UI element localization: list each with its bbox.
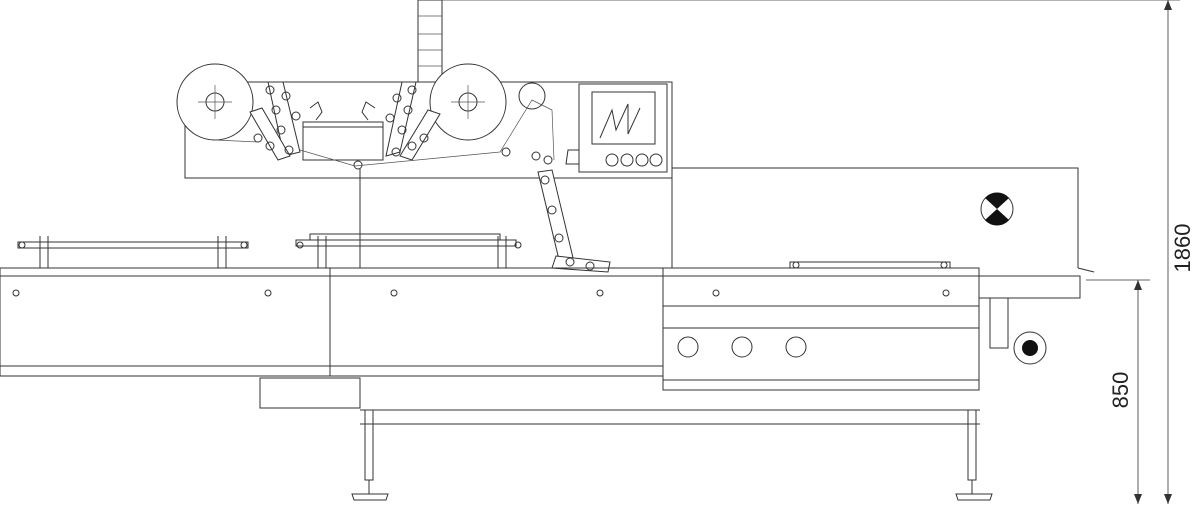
upper-cabinet	[672, 167, 1079, 268]
dimension-850-label: 850	[1108, 372, 1133, 409]
leveling-foot-right	[955, 493, 993, 501]
forming-arm	[359, 168, 611, 273]
discharge-section	[979, 275, 1081, 299]
signal-tower	[417, 0, 443, 83]
dimension-working-height: 850	[1086, 279, 1150, 504]
upper-frame	[184, 0, 1079, 268]
hmi-button-2	[620, 153, 634, 167]
hmi-button-1	[605, 153, 619, 167]
dancer-arm-left	[249, 81, 301, 161]
infeed-section-2	[329, 267, 664, 377]
idler-roller	[353, 160, 363, 170]
dimension-overall-height: 1860	[442, 0, 1195, 504]
infeed-section-1	[0, 267, 331, 377]
hmi-button-4	[649, 153, 663, 167]
control-knob-3	[785, 336, 807, 358]
hmi-screen-graph	[599, 103, 641, 139]
sealing-jaw-rail	[789, 261, 951, 269]
control-knob-2	[731, 336, 753, 358]
electrical-box	[259, 377, 361, 409]
film-reel-right	[429, 63, 507, 141]
hmi-button-3	[635, 153, 649, 167]
splice-table	[302, 101, 384, 170]
air-filter	[989, 297, 1009, 349]
dimension-1860-label: 1860	[1170, 224, 1195, 273]
leveling-foot-left	[351, 493, 389, 501]
dancer-arm-right	[385, 81, 441, 161]
quartered-circle-icon	[980, 192, 1014, 226]
hmi-touch-panel	[578, 83, 668, 173]
infeed-conveyor-top	[17, 233, 951, 269]
machine-legs	[351, 409, 993, 501]
film-reel-left	[176, 63, 254, 141]
control-knob-1	[677, 336, 699, 358]
sealing-section	[662, 267, 980, 391]
lower-frame	[0, 267, 1095, 425]
